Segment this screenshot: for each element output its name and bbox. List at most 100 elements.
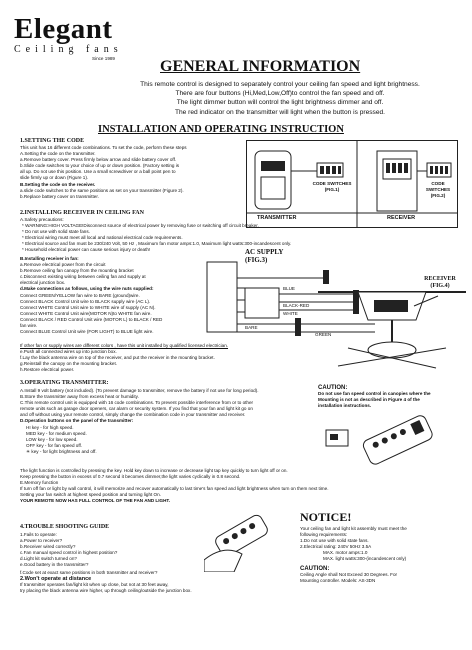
safety-precautions: * WARNING:HIGH VOLTAGE!Disconnect source… — [22, 223, 462, 253]
text-line: slide firmly up or down (Figure 1). — [20, 175, 89, 181]
transmitter-illustration — [325, 415, 433, 465]
text-line: following requirements: — [300, 532, 348, 538]
text-line: Connect WHITE Control Unit wire(MOTOR N)… — [20, 310, 152, 316]
text-line: A.Setting the code on the transmitter. — [20, 151, 96, 157]
brand-subtitle: Ceiling fans — [14, 44, 123, 55]
brand-logo: Elegant Ceiling fans Since 1989 — [14, 14, 134, 62]
operating-body-wide: The light function is controlled by pres… — [20, 468, 460, 505]
text-line: Connect WHITE Control Unit wire to WHITE… — [20, 304, 156, 310]
wiring-diagram: AC SUPPLY (FIG.3) BLUE BLACK-RED WHITE B… — [205, 248, 385, 340]
text-line: Connect BLACK / RED Control Unit wire (M… — [20, 316, 163, 322]
text-line: h.Restore electrical power. — [20, 367, 75, 373]
text-line: * Electrical source and fan must be 230/… — [22, 241, 292, 247]
text-line: Your ceiling fan and light kit assembly … — [300, 526, 407, 531]
text-line: YOUR REMOTE NOW HAS FULL CONTROL OF THE … — [20, 498, 170, 504]
receiver-fig4-label: RECEIVER (FIG.4) — [424, 276, 456, 289]
text-line: A.Install 9 volt battery (not included).… — [20, 388, 259, 393]
install-steps-continued: If other fan or supply wires are differe… — [20, 343, 300, 373]
trouble-body-wide: f.Code set at exact same positions in bo… — [20, 570, 320, 594]
text-line: B.Setting the code on the receiver. — [20, 181, 96, 187]
wire-label-white: WHITE — [283, 311, 298, 316]
installing-heading: 2.INSTALLING RECEIVER IN CEILING FAN — [20, 210, 144, 216]
text-line: e.Good battery in the transmitter? — [20, 562, 89, 568]
text-line: c.Disconnect existing wiring between cei… — [20, 274, 146, 280]
setting-code-heading: 1.SETTING THE CODE — [20, 138, 85, 144]
general-info-title: GENERAL INFORMATION — [160, 58, 361, 75]
operating-heading: 3.OPERATING TRANSMITTER: — [20, 380, 109, 386]
text-line: 1.Fails to operate: — [20, 532, 57, 537]
text-line: electrical junction box. — [20, 280, 66, 286]
transmitter-figure — [320, 412, 440, 468]
intro-line: The red indicator on the transmitter wil… — [174, 108, 385, 116]
text-line: d.Make connections as follows, using the… — [20, 286, 154, 292]
wire-label-blue: BLUE — [283, 286, 296, 291]
trouble-section: 4.TROUBLE SHOOTING GUIDE — [20, 524, 270, 531]
text-line: a.slide code switches to the same positi… — [20, 187, 184, 193]
receiver-label: RECEIVER — [387, 215, 416, 221]
notice-title: NOTICE! — [300, 510, 352, 524]
wiring-illustration — [206, 261, 375, 336]
text-line: The light function is controlled by pres… — [20, 468, 288, 473]
text-line: B.Store the transmitter away from excess… — [20, 394, 139, 400]
text-line: Connect BLUE Control Unit wire (FOR LIGH… — [20, 329, 154, 335]
text-line: Connect BLACK Control Unit wire to BLACK… — [20, 298, 151, 304]
caution-canopy-title: CAUTION: — [318, 385, 348, 391]
text-line: b.Receiver wired correctly? — [20, 544, 76, 550]
text-line: a.Remove battery cover. Press firmly bel… — [20, 157, 177, 163]
notice-caution: CAUTION: Ceiling Angle shall Not Exceed … — [300, 566, 465, 584]
fig2-label: CODE SWITCHES (FIG.2) — [425, 181, 451, 199]
wire-label-black-red: BLACK-RED — [283, 303, 310, 308]
intro-text: This remote control is designed to separ… — [100, 80, 460, 117]
text-line: fan wire. — [20, 323, 38, 329]
text-line: Keep pressing the button in excess of 0.… — [20, 474, 241, 480]
operating-section: 3.OPERATING TRANSMITTER: — [20, 380, 310, 387]
text-line: A.Safety precautions: — [20, 217, 64, 222]
text-line: This unit has 16 different code combinat… — [20, 145, 187, 150]
intro-line: The light dimmer button will control the… — [176, 99, 384, 107]
text-line: Connect GREEN/YELLOW fan wire to BARE (g… — [20, 292, 140, 298]
text-line: Do not use fan speed control in canopies… — [318, 391, 431, 396]
text-line: D.Operation buttons on the panel of the … — [20, 418, 134, 424]
setting-code-body: This unit has 16 different code combinat… — [20, 145, 242, 200]
text-line: f.Code set at exact same positions in bo… — [20, 570, 158, 575]
light-bulb-icon: ☀ — [26, 448, 31, 454]
ac-supply-label: AC SUPPLY (FIG.3) — [245, 248, 284, 264]
installing-body: A.Safety precautions: — [20, 217, 250, 223]
install-steps: B.Installing receiver in fan: a.Remove e… — [20, 256, 198, 335]
text-line: remote units such as garage door openers… — [20, 406, 253, 412]
text-line: MAX. motor amps:1.0 — [300, 550, 368, 556]
brand-name: Elegant — [14, 13, 113, 45]
installing-section: 2.INSTALLING RECEIVER IN CEILING FAN A.S… — [20, 210, 250, 223]
text-line: c.Fan manual speed control in highest po… — [20, 550, 118, 556]
text-line: all up. Do not use this position. Use a … — [20, 169, 176, 175]
text-line: OFF key - for fan speed off. — [26, 442, 83, 448]
trouble-heading: 4.TROUBLE SHOOTING GUIDE — [20, 524, 110, 530]
text-line: MAX. light watts:300-(incandescent only) — [300, 556, 407, 562]
install-title: INSTALLATION AND OPERATING INSTRUCTION — [98, 124, 344, 135]
text-line: d.Light kit switch turned on? — [20, 556, 77, 562]
wire-label-green: GREEN — [315, 332, 332, 337]
notice-caution-title: CAUTION: — [300, 566, 330, 572]
text-line: B.Installing receiver in fan: — [20, 256, 79, 261]
code-switch-illustration — [247, 141, 457, 227]
text-line: a.Power to receiver? — [20, 538, 63, 544]
text-line: try placing the black antenna wire highe… — [20, 588, 192, 594]
text-line: e.Push all connected wires up into junct… — [20, 349, 117, 355]
operating-body: A.Install 9 volt battery (not included).… — [20, 388, 320, 455]
canopy-illustration — [318, 291, 466, 369]
text-line: LOW key - for low speed. — [26, 436, 78, 442]
intro-line: This remote control is designed to separ… — [140, 81, 420, 88]
remote-hand-illustration — [204, 514, 268, 572]
intro-line: There are four buttons (Hi,Med,Low,Off)t… — [175, 90, 385, 98]
text-line: installation instructions. — [318, 403, 372, 409]
text-line: * WARNING:HIGH VOLTAGE!Disconnect source… — [22, 223, 259, 228]
text-line: If transmitter operates fan/light kit wh… — [20, 582, 169, 588]
text-line: g.Reinstall the canopy on the mounting b… — [20, 361, 118, 367]
trouble-body: 1.Fails to operate: a.Power to receiver?… — [20, 532, 150, 569]
text-line: * Household electrical power can cause s… — [22, 247, 151, 253]
transmitter-label: TRANSMITTER — [257, 215, 297, 221]
text-line: Mounting is not as described in Figure 4… — [318, 397, 420, 403]
text-line: C.This remote control unit is equipped w… — [20, 400, 254, 406]
brand-since: Since 1989 — [92, 56, 115, 61]
setting-code-section: 1.SETTING THE CODE This unit has 16 diff… — [20, 138, 242, 200]
